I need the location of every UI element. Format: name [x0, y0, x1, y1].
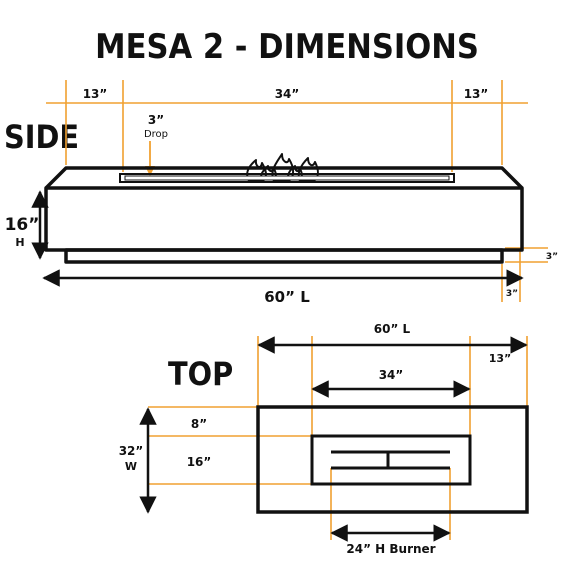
top-length: 60” L: [374, 322, 411, 336]
side-dim-left: 13”: [83, 87, 108, 101]
height-value: 16”: [5, 215, 40, 235]
side-view-label: SIDE: [4, 118, 79, 156]
side-dim-center: 34”: [275, 87, 300, 101]
side-length: 60” L: [264, 288, 310, 306]
top-view: TOP 60” L 13” 34” 32” W 8”: [119, 322, 529, 556]
width-label: W: [125, 460, 137, 473]
width-value: 32”: [119, 444, 144, 458]
drop-label: Drop: [144, 129, 168, 140]
burner-label: 24” H Burner: [346, 542, 435, 556]
base-offset-right: 3”: [546, 252, 558, 262]
side-dim-right: 13”: [464, 87, 489, 101]
top-dim-8: 8”: [191, 417, 207, 431]
height-label: H: [15, 236, 24, 249]
burner-pan: [310, 434, 472, 486]
top-dim-inner: 34”: [379, 368, 404, 382]
base-offset-bottom: 3”: [506, 289, 518, 299]
burner-slot: [119, 173, 455, 183]
side-top-dimensions: [46, 80, 548, 302]
top-dim-right: 13”: [489, 352, 512, 365]
top-outline: [256, 405, 529, 514]
top-dim-16: 16”: [187, 455, 212, 469]
diagram-title: MESA 2 - DIMENSIONS: [95, 27, 479, 67]
drop-value: 3”: [148, 113, 164, 127]
top-view-label: TOP: [168, 355, 233, 393]
side-view: SIDE 13” 34” 13” 3” Drop: [4, 80, 558, 306]
